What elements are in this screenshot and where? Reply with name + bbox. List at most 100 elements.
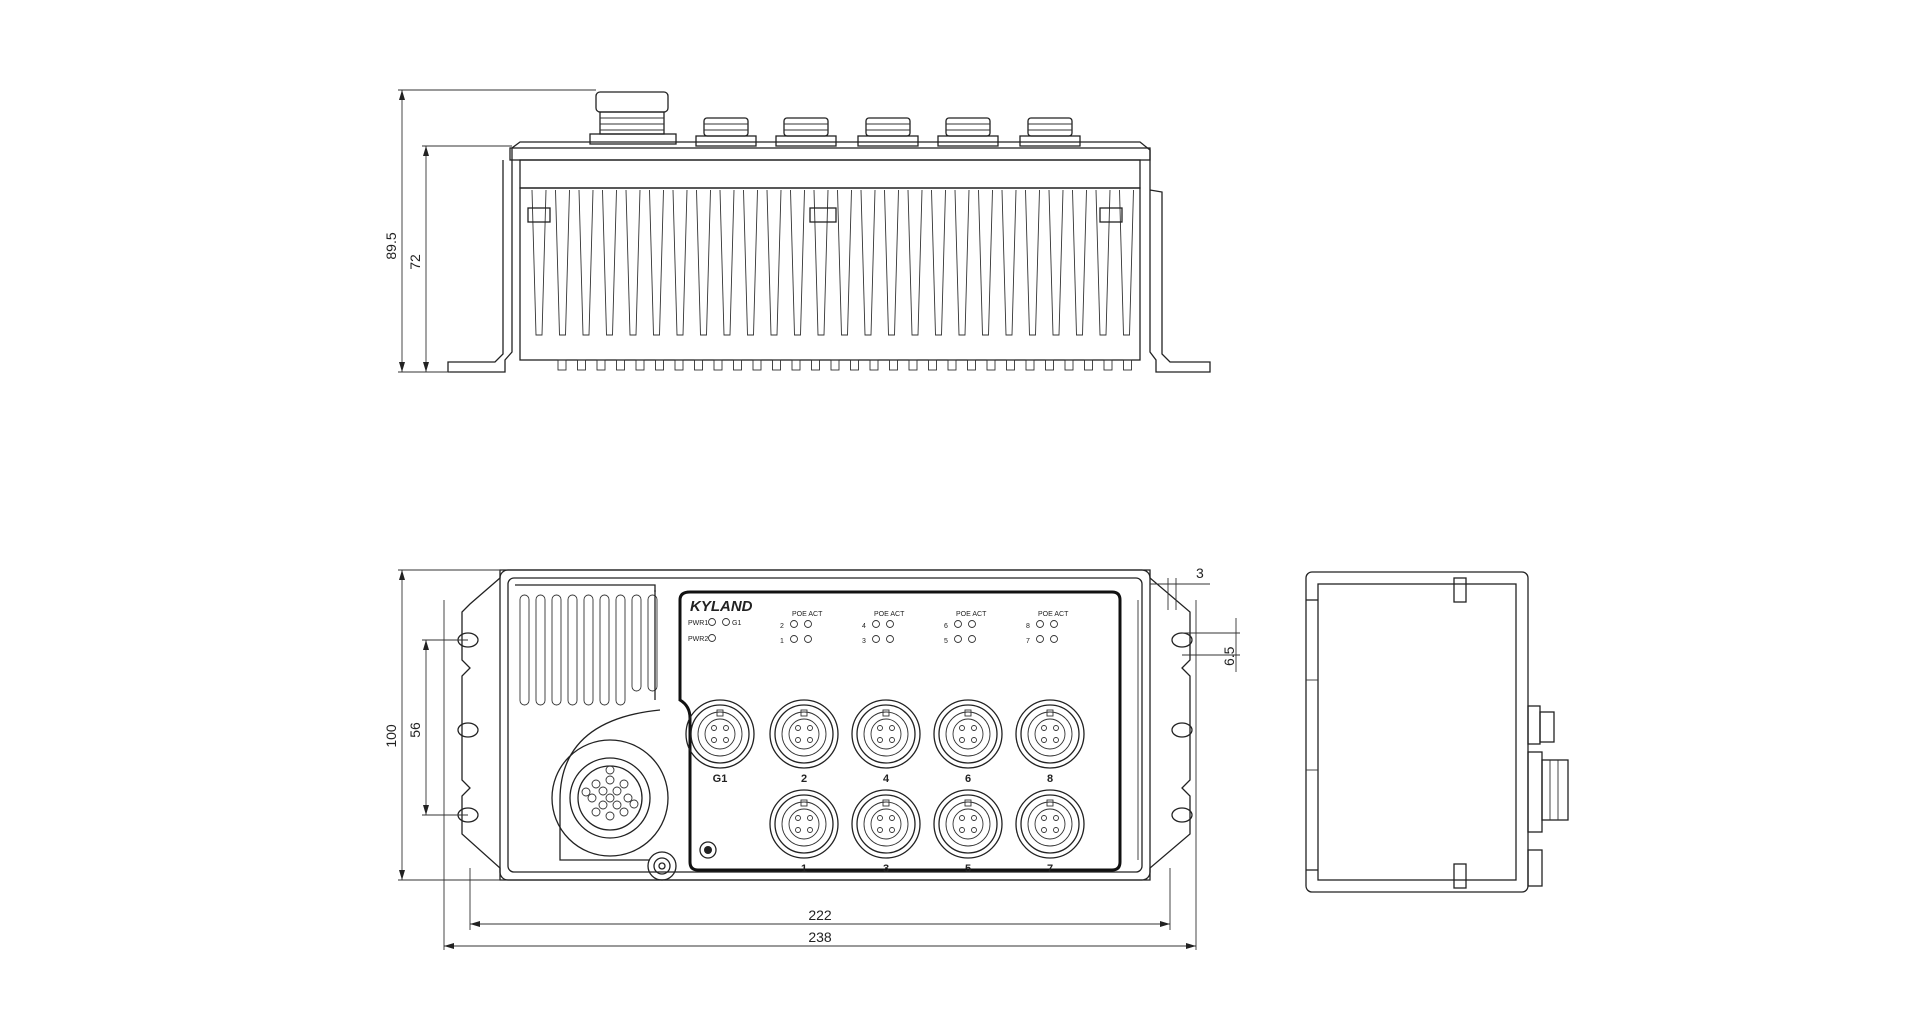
fin xyxy=(531,189,547,336)
comb-tooth xyxy=(947,359,957,371)
fin xyxy=(1025,189,1040,336)
poe-led-number: 1 xyxy=(780,638,784,645)
g1-led-label: G1 xyxy=(732,620,741,627)
comb-tooth xyxy=(616,359,625,371)
m12-connector-side xyxy=(695,117,757,147)
brand-logo: KYLAND xyxy=(690,598,753,615)
port-label: 3 xyxy=(883,863,889,875)
fin xyxy=(1048,189,1064,336)
comb-tooth xyxy=(1064,359,1074,371)
comb-tooth xyxy=(928,359,937,371)
m12-port: 2 xyxy=(769,699,839,785)
poe-led-number: 2 xyxy=(780,623,784,630)
comb-tooth xyxy=(577,359,586,371)
port-label: 8 xyxy=(1047,773,1053,785)
comb-tooth xyxy=(830,359,840,371)
fin xyxy=(954,189,970,336)
port-label: 6 xyxy=(965,773,971,785)
clip xyxy=(1099,207,1123,223)
comb-tooth xyxy=(869,359,879,371)
comb-tooth xyxy=(635,359,645,371)
fin xyxy=(978,189,993,336)
fin xyxy=(743,189,758,336)
power-connector-front xyxy=(551,739,669,857)
fin xyxy=(907,189,923,336)
fin xyxy=(884,189,899,336)
dim-hole-size: 6.5 xyxy=(1221,646,1237,666)
fin xyxy=(931,189,946,336)
fin xyxy=(649,189,664,336)
comb-tooth xyxy=(752,359,762,371)
front-fins xyxy=(519,594,658,706)
comb-tooth xyxy=(1006,359,1015,371)
poe-led-number: 3 xyxy=(862,638,866,645)
fin xyxy=(1072,189,1087,336)
cooling-fins xyxy=(531,189,1134,336)
fin xyxy=(602,189,617,336)
comb-tooth xyxy=(655,359,664,371)
poe-act-label: POE ACT xyxy=(956,611,987,618)
comb-tooth xyxy=(1025,359,1035,371)
end-view xyxy=(1305,571,1569,893)
fin xyxy=(813,189,829,336)
front-fin xyxy=(647,594,658,692)
dim-height-total: 89.5 xyxy=(383,232,399,259)
dim-width-front: 100 xyxy=(383,724,399,748)
clip xyxy=(809,207,837,223)
fin xyxy=(672,189,688,336)
clip xyxy=(527,207,551,223)
comb-tooth xyxy=(713,359,723,371)
power-leds: PWR1 G1 PWR2 xyxy=(688,618,741,643)
port-label: G1 xyxy=(713,773,728,785)
comb-tooth xyxy=(596,359,606,371)
m12-connectors-side xyxy=(695,117,1081,147)
poe-act-label: POE ACT xyxy=(1038,611,1069,618)
m12-port: 1 xyxy=(769,789,839,875)
comb-tooth xyxy=(908,359,918,371)
m12-connector-side xyxy=(937,117,999,147)
pwr2-label: PWR2 xyxy=(688,636,708,643)
front-fin xyxy=(519,594,530,706)
comb-tooth xyxy=(694,359,703,371)
status-knob xyxy=(699,841,717,859)
comb-tooth xyxy=(811,359,820,371)
poe-led-number: 5 xyxy=(944,638,948,645)
fin xyxy=(790,189,805,336)
comb-tooth xyxy=(733,359,742,371)
fin xyxy=(837,189,852,336)
poe-led-number: 6 xyxy=(944,623,948,630)
dim-flange-offset: 3 xyxy=(1196,565,1204,581)
front-fin xyxy=(551,594,562,706)
comb-tooth xyxy=(1123,359,1132,371)
power-connector-side xyxy=(589,91,677,145)
comb-tooth xyxy=(791,359,801,371)
m12-connector-side xyxy=(857,117,919,147)
poe-led-number: 4 xyxy=(862,623,866,630)
comb-tooth xyxy=(1045,359,1054,371)
poe-led-group: POE ACT 8 7 xyxy=(1026,611,1069,645)
port-label: 2 xyxy=(801,773,807,785)
front-fin xyxy=(615,594,626,706)
port-label: 4 xyxy=(883,773,890,785)
front-fin xyxy=(583,594,594,706)
fin xyxy=(578,189,594,336)
fin xyxy=(860,189,876,336)
poe-led-number: 8 xyxy=(1026,623,1030,630)
poe-led-number: 7 xyxy=(1026,638,1030,645)
m12-port: 4 xyxy=(851,699,921,785)
port-label: 1 xyxy=(801,863,807,875)
ground-screw xyxy=(647,851,677,881)
port-label: 5 xyxy=(965,863,971,875)
fin xyxy=(1119,189,1134,336)
comb-tooth xyxy=(772,359,781,371)
fin xyxy=(555,189,570,336)
m12-port: 5 xyxy=(933,789,1003,875)
poe-act-label: POE ACT xyxy=(874,611,905,618)
comb-tooth xyxy=(889,359,898,371)
dim-height-body: 72 xyxy=(407,254,423,270)
fin xyxy=(719,189,735,336)
poe-led-groups: POE ACT 2 1 POE ACT 4 3 POE ACT 6 5 POE ACT 8 7 xyxy=(780,611,1069,645)
